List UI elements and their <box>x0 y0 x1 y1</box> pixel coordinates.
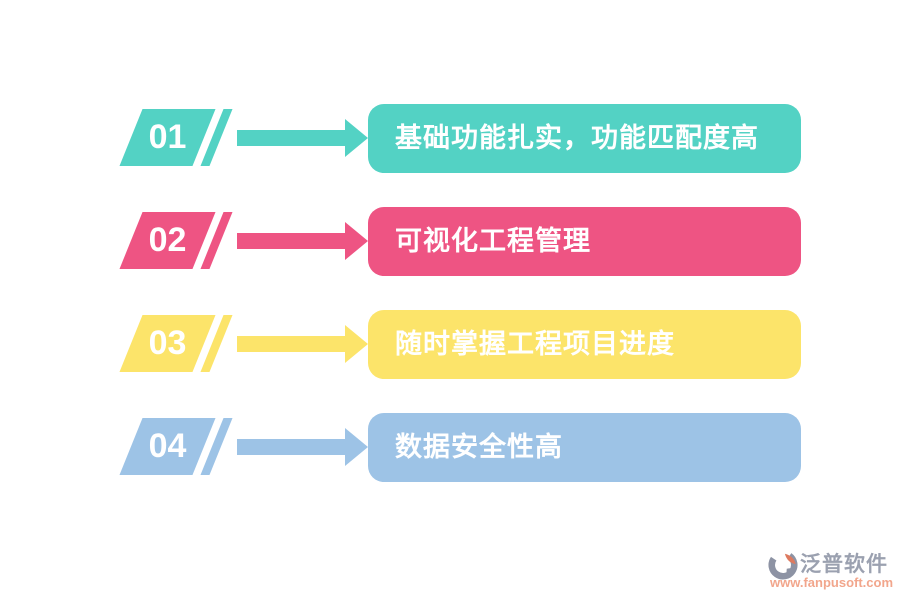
step-number: 04 <box>148 427 187 465</box>
brand-website: www.fanpusoft.com <box>770 575 894 590</box>
feature-row-2: 02 可视化工程管理 <box>0 207 900 276</box>
feature-label: 基础功能扎实，功能匹配度高 <box>395 123 759 153</box>
step-number: 03 <box>148 324 187 362</box>
arrow-right-icon <box>345 325 368 363</box>
step-number: 01 <box>148 118 187 156</box>
fanpu-logo-icon <box>768 550 798 580</box>
step-number: 02 <box>148 221 187 259</box>
feature-row-1: 01 基础功能扎实，功能匹配度高 <box>0 104 900 173</box>
feature-box: 可视化工程管理 <box>368 207 801 276</box>
arrow-shaft <box>237 336 345 352</box>
feature-box: 基础功能扎实，功能匹配度高 <box>368 104 801 173</box>
arrow-shaft <box>237 233 345 249</box>
feature-label: 可视化工程管理 <box>395 226 591 256</box>
arrow-shaft <box>237 439 345 455</box>
arrow-right-icon <box>345 119 368 157</box>
feature-row-3: 03 随时掌握工程项目进度 <box>0 310 900 379</box>
arrow-shaft <box>237 130 345 146</box>
feature-label: 数据安全性高 <box>395 432 563 462</box>
feature-box: 随时掌握工程项目进度 <box>368 310 801 379</box>
arrow-right-icon <box>345 428 368 466</box>
brand-name: 泛普软件 <box>800 553 888 576</box>
arrow-right-icon <box>345 222 368 260</box>
brand-watermark: 泛普软件 www.fanpusoft.com <box>766 548 896 593</box>
feature-box: 数据安全性高 <box>368 413 801 482</box>
feature-label: 随时掌握工程项目进度 <box>395 329 675 359</box>
feature-row-4: 04 数据安全性高 <box>0 413 900 482</box>
